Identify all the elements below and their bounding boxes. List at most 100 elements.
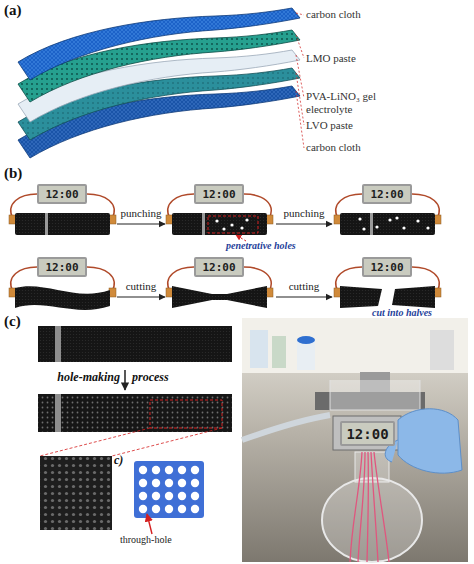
lab-photo bbox=[272, 336, 286, 368]
punched-holes bbox=[215, 218, 248, 230]
through-hole-circle bbox=[191, 492, 199, 500]
process-arrow bbox=[117, 296, 165, 297]
layer-label: LVO paste bbox=[306, 119, 416, 132]
lab-photo bbox=[242, 318, 468, 373]
process-label: process bbox=[132, 371, 212, 385]
punched-hole bbox=[245, 218, 248, 221]
lab-photo bbox=[358, 452, 365, 562]
through-hole-circle bbox=[165, 466, 173, 474]
through-hole-circle bbox=[139, 492, 147, 500]
cloth-photo bbox=[38, 326, 232, 530]
lab-photo bbox=[242, 318, 468, 562]
clock-time: 12:00 bbox=[346, 427, 388, 441]
lab-photo bbox=[371, 452, 378, 562]
clock-time: 12:00 bbox=[370, 262, 403, 273]
through-hole-schematic bbox=[134, 461, 204, 534]
cloth-photo bbox=[40, 428, 222, 456]
step-label: cutting bbox=[111, 280, 171, 293]
through-hole-schematic bbox=[134, 461, 204, 518]
through-hole-circle bbox=[178, 466, 186, 474]
battery-device bbox=[172, 213, 267, 235]
step-label: punching bbox=[274, 207, 334, 220]
cloth-photo bbox=[40, 456, 112, 530]
through-hole-circle bbox=[152, 479, 160, 487]
through-hole-circle bbox=[178, 492, 186, 500]
clock-time: 12:00 bbox=[45, 189, 78, 200]
clock-time: 12:00 bbox=[202, 189, 235, 200]
battery-device bbox=[15, 213, 110, 235]
leader-line bbox=[296, 91, 304, 148]
panel-letter: (b) bbox=[4, 165, 38, 182]
layer-stack bbox=[18, 8, 300, 158]
layer-label: LMO paste bbox=[306, 52, 416, 65]
punched-hole bbox=[358, 217, 361, 220]
through-hole-circle bbox=[152, 505, 160, 513]
punched-hole bbox=[375, 225, 378, 228]
punched-hole bbox=[240, 226, 243, 229]
battery-device bbox=[392, 286, 435, 308]
clock-display: 12:00 bbox=[340, 421, 395, 446]
process-arrow bbox=[117, 223, 165, 224]
clock-display: 12:00 bbox=[37, 257, 87, 277]
through-hole-circle bbox=[191, 466, 199, 474]
punched-hole bbox=[388, 218, 391, 221]
leader-line bbox=[296, 55, 304, 98]
callout-note: through-hole bbox=[120, 534, 204, 546]
clock-time: 12:00 bbox=[202, 262, 235, 273]
leader-line bbox=[296, 13, 304, 15]
panel-letter: c) bbox=[114, 454, 138, 468]
process-arrow bbox=[276, 296, 332, 297]
carbon-cloth-sheet bbox=[18, 8, 300, 80]
battery-device bbox=[340, 286, 382, 308]
punched-hole bbox=[215, 219, 218, 222]
lab-photo bbox=[330, 380, 420, 410]
lab-photo bbox=[430, 330, 454, 370]
through-hole-circle bbox=[152, 466, 160, 474]
through-hole-circle bbox=[139, 466, 147, 474]
process-label: hole-making bbox=[24, 371, 120, 385]
punched-hole bbox=[395, 216, 398, 219]
callout-note: cut into halves bbox=[372, 307, 472, 319]
clock-time: 12:00 bbox=[45, 262, 78, 273]
punched-hole bbox=[416, 219, 419, 222]
clock-display: 12:00 bbox=[194, 257, 244, 277]
lab-photo bbox=[374, 452, 389, 562]
through-hole-circle bbox=[191, 505, 199, 513]
panel-letter: (a) bbox=[4, 2, 38, 19]
lmo-paste-sheet bbox=[18, 30, 300, 102]
lab-photo bbox=[242, 415, 330, 440]
through-hole-circle bbox=[152, 492, 160, 500]
battery-device bbox=[15, 286, 110, 310]
lab-photo bbox=[297, 340, 315, 370]
layer-label: PVA-LiNO₃ gel electrolyte bbox=[306, 90, 380, 115]
through-hole-circle bbox=[178, 479, 186, 487]
cloth-photo bbox=[150, 400, 222, 428]
through-hole-circle bbox=[191, 479, 199, 487]
punched-hole bbox=[362, 227, 365, 230]
through-hole-schematic bbox=[139, 466, 199, 513]
callout-note: penetrative holes bbox=[226, 240, 326, 252]
layer-label: carbon cloth bbox=[306, 141, 416, 154]
punched-hole bbox=[402, 226, 405, 229]
process-arrow bbox=[276, 223, 332, 224]
step-label: punching bbox=[111, 207, 171, 220]
lab-photo bbox=[242, 318, 468, 562]
through-hole-circle bbox=[139, 505, 147, 513]
lab-photo bbox=[297, 336, 315, 344]
through-hole-circle bbox=[165, 479, 173, 487]
through-hole-circle bbox=[178, 505, 186, 513]
clock-display: 12:00 bbox=[362, 257, 412, 277]
cloth-photo bbox=[38, 394, 232, 432]
clock-time: 12:00 bbox=[370, 189, 403, 200]
cloth-photo bbox=[55, 326, 61, 362]
lab-photo bbox=[322, 478, 422, 562]
through-hole-circle bbox=[165, 492, 173, 500]
lab-photo bbox=[350, 452, 362, 562]
cloth-photo bbox=[38, 326, 232, 362]
step-label: cutting bbox=[274, 280, 334, 293]
lab-photo bbox=[333, 416, 401, 450]
through-hole-circle bbox=[139, 479, 147, 487]
through-hole-schematic bbox=[147, 514, 152, 534]
battery-device bbox=[172, 286, 267, 308]
